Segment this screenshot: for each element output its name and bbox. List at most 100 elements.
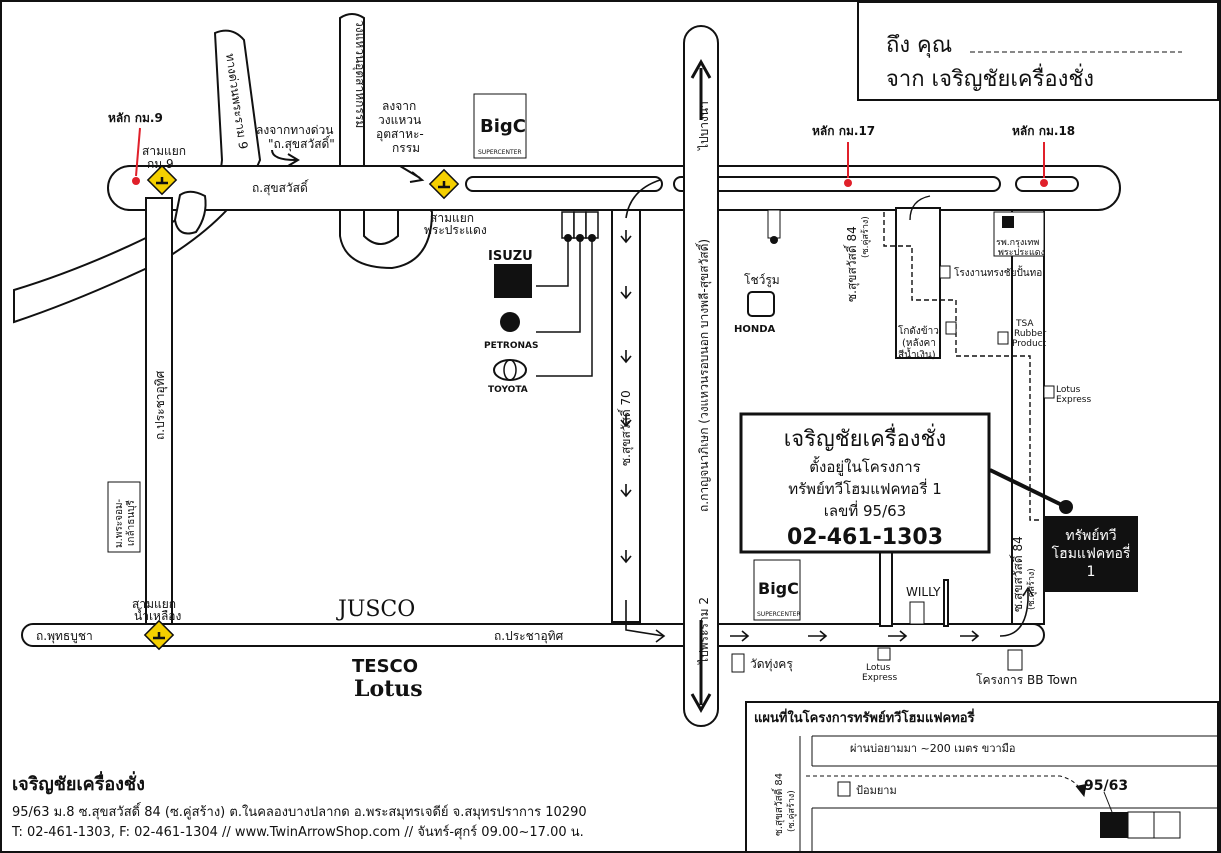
km9-loop bbox=[173, 190, 207, 235]
bigc-bottom-label: SUPERCENTER bbox=[757, 611, 801, 618]
inset-soi-1: ซ.สุขสวัสดิ์ 84 bbox=[771, 773, 785, 836]
phutthabucha-label: ถ.พุทธบูชา bbox=[36, 629, 93, 644]
petronas-logo bbox=[500, 312, 520, 332]
lotus-express-right-box bbox=[1043, 385, 1055, 399]
showroom-post bbox=[767, 209, 781, 239]
village-box bbox=[107, 481, 141, 553]
destination-box bbox=[1044, 516, 1138, 592]
lotus-express-right-2: Express bbox=[1056, 395, 1091, 405]
to-bangna-label: ไปบางนา bbox=[697, 101, 711, 151]
petronas-label: PETRONAS bbox=[484, 341, 538, 351]
dashed-route bbox=[883, 212, 1031, 420]
to-rama2-label: ไปพระราม 2 bbox=[697, 597, 711, 665]
wat-box bbox=[731, 653, 745, 673]
toyota-label: TOYOTA bbox=[488, 385, 528, 395]
factory-box bbox=[939, 265, 951, 279]
median-2 bbox=[673, 176, 1001, 192]
km18-marker bbox=[1040, 142, 1048, 187]
bigc-top-logo bbox=[473, 93, 527, 159]
exit-expressway-line1: ลงจากทางด่วน bbox=[256, 123, 334, 137]
honda-logo bbox=[747, 291, 775, 317]
honda-label: HONDA bbox=[734, 324, 776, 335]
inset-number: 95/63 bbox=[1084, 778, 1128, 794]
bigc-bottom-mark: BigC bbox=[758, 579, 799, 598]
exit-ring-line3: อุตสาหะ- bbox=[376, 127, 424, 142]
namlueang-intersection-sign-icon bbox=[143, 619, 175, 651]
tsa-line1: TSA bbox=[1015, 319, 1034, 329]
sukhumvit-label: ถ.สุขสวัสดิ์ bbox=[252, 179, 309, 196]
dashed-route-3 bbox=[1029, 420, 1040, 521]
hospital-line1: รพ.กรุงเทพ bbox=[996, 238, 1039, 248]
km9-intersection-top: สามแยก bbox=[142, 144, 186, 158]
km9-intersection-sign-icon bbox=[146, 164, 178, 196]
exit-ring-line2: วงแหวน bbox=[378, 113, 421, 127]
lotus-express-bottom-box bbox=[877, 647, 891, 661]
wat-label: วัดทุ่งครุ bbox=[750, 657, 793, 672]
phraprasaeng-intersection-bottom: พระประแดง bbox=[424, 223, 487, 237]
pracha-uthit-bottom-label: ถ.ประชาอุทิศ bbox=[494, 629, 564, 644]
bigc-top-label: SUPERCENTER bbox=[478, 149, 522, 156]
exit-ring-arrow-icon bbox=[399, 165, 425, 183]
callout-line3: เลขที่ 95/63 bbox=[824, 500, 906, 520]
willy-box bbox=[909, 601, 925, 625]
tsa-line2: Rubber bbox=[1014, 329, 1047, 339]
km17-label: หลัก กม.17 bbox=[812, 124, 875, 138]
inset-title: แผนที่ในโครงการทรัพย์ทวีโฮมแฟคทอรี่ bbox=[754, 708, 975, 726]
tsa-box bbox=[997, 331, 1009, 345]
side-road-2 bbox=[943, 579, 949, 627]
exit-expressway-line2: "ถ.สุขสวัสดิ์" bbox=[268, 135, 335, 152]
inner-route bbox=[895, 207, 941, 359]
callout-pointer bbox=[989, 468, 1065, 508]
village-line2: เกล้าธนบุรี bbox=[125, 499, 137, 546]
greeting-box bbox=[857, 1, 1219, 101]
exit-ring-line4: กรรม bbox=[392, 141, 420, 155]
side-road-1 bbox=[879, 547, 893, 627]
namlueang-intersection-top: สามแยก bbox=[132, 597, 176, 611]
warehouse-line1: โกดังข้าว bbox=[898, 324, 939, 337]
km17-marker bbox=[844, 142, 852, 187]
from-label: จาก เจริญชัยเครื่องชั่ง bbox=[886, 63, 1094, 92]
callout-name: เจริญชัยเครื่องชั่ง bbox=[784, 423, 946, 452]
soi84-top-label: ซ.สุขสวัสดิ์ 84 bbox=[843, 226, 860, 302]
soi84-bottom-label: ซ.สุขสวัสดิ์ 84 bbox=[1009, 536, 1026, 612]
kanchanaphisek-road bbox=[683, 25, 719, 727]
dashed-route-2 bbox=[909, 195, 931, 221]
factory-label: โรงงานทรงชัยปั้นทอ bbox=[954, 265, 1042, 279]
destination-line2: โฮมแฟคทอรี่ bbox=[1052, 544, 1131, 562]
lotus-express-bottom-2: Express bbox=[862, 673, 897, 683]
route-arrows-bottom bbox=[730, 586, 1034, 642]
village-line1: ม.พระจอม- bbox=[114, 498, 125, 548]
company-contact: T: 02-461-1303, F: 02-461-1304 // www.Tw… bbox=[11, 824, 584, 840]
callout-phone: 02-461-1303 bbox=[787, 525, 943, 550]
guard-box bbox=[837, 781, 851, 797]
destination-line3: 1 bbox=[1087, 564, 1096, 580]
km9-intersection-bottom: กม.9 bbox=[147, 157, 174, 171]
guard-label: ป้อมยาม bbox=[856, 784, 897, 797]
km18-label: หลัก กม.18 bbox=[1012, 124, 1075, 138]
inset-soi-2: (ซ.คู่สร้าง) bbox=[786, 790, 797, 832]
brand-posts bbox=[536, 211, 599, 377]
inset-note: ผ่านบ่อยามมา ~200 เมตร ขวามือ bbox=[850, 742, 1016, 755]
soi84-top-alt-label: (ซ.คู่สร้าง) bbox=[860, 216, 871, 258]
km9-marker bbox=[132, 127, 141, 185]
unit-destination bbox=[1100, 812, 1128, 838]
soi70-label: ซ.สุขสวัสดิ์ 70 bbox=[617, 390, 634, 466]
callout-line1: ตั้งอยู่ในโครงการ bbox=[809, 456, 920, 476]
company-address: 95/63 ม.8 ซ.สุขสวัสดิ์ 84 (ซ.คู่สร้าง) ต… bbox=[12, 802, 587, 820]
warehouse-line3: สีน้ำเงิน) bbox=[898, 347, 936, 361]
jusco-logo: JUSCO bbox=[336, 597, 415, 622]
pracha-uthit-bottom-road bbox=[21, 623, 1045, 647]
north-arrow bbox=[690, 58, 712, 120]
pracha-uthit-vertical-label: ถ.ประชาอุทิศ bbox=[153, 370, 168, 440]
south-arrow bbox=[690, 620, 712, 714]
bb-town-box bbox=[1007, 649, 1023, 671]
tesco-logo: TESCO bbox=[352, 656, 418, 677]
bb-town-label: โครงการ BB Town bbox=[976, 673, 1077, 687]
unit-3 bbox=[1153, 811, 1181, 839]
pracha-uthit-vertical-road bbox=[145, 197, 173, 625]
inset-route bbox=[806, 775, 1083, 793]
bigc-top-mark: BigC bbox=[480, 116, 526, 137]
warehouse-line2: (หลังคา bbox=[902, 338, 936, 349]
exit-ring-line1: ลงจาก bbox=[382, 99, 416, 113]
soi84-bottom-alt-label: (ซ.คู่สร้าง) bbox=[1026, 568, 1037, 610]
